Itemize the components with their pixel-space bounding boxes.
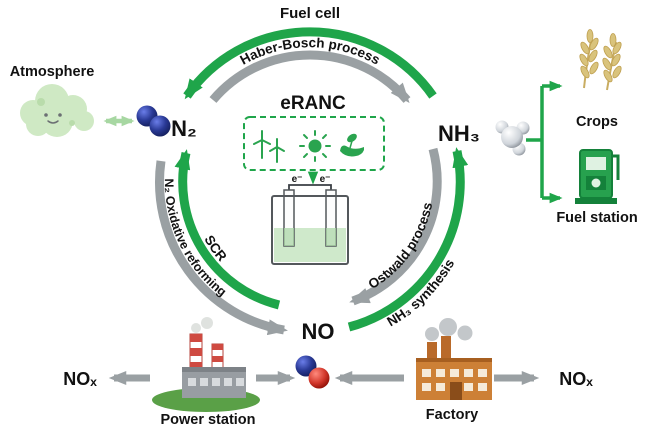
atmosphere-label: Atmosphere <box>10 64 95 80</box>
sun-icon <box>299 130 331 162</box>
haber-bosch-arrow <box>209 50 411 104</box>
power-station-icon <box>152 317 260 412</box>
n2-molecule-icon <box>136 105 171 137</box>
nh3-uses-branch <box>526 80 563 204</box>
cloud-icon <box>20 84 94 137</box>
scr-arrow <box>174 149 281 310</box>
crops-label: Crops <box>576 114 618 130</box>
n2-node-label: N₂ <box>171 116 197 141</box>
electron-label-right: e⁻ <box>320 174 331 185</box>
nox-right-label: NOₓ <box>559 369 593 389</box>
hand-leaf-icon <box>340 133 364 157</box>
eranc-title: eRANC <box>280 93 346 114</box>
wind-turbine-icon <box>253 130 285 163</box>
oxidative-reforming-arrow <box>155 160 288 336</box>
ostwald-arrow <box>349 147 442 306</box>
factory-label: Factory <box>426 407 478 423</box>
nh3-molecule-icon <box>495 120 530 156</box>
fuel-cell-arrow <box>183 27 437 100</box>
fuel-pump-icon <box>575 149 620 204</box>
factory-icon <box>416 318 492 400</box>
no-molecule-icon <box>295 355 330 389</box>
nh3-synthesis-arrow <box>347 147 469 332</box>
no-node-label: NO <box>302 319 335 344</box>
wheat-icon <box>579 29 622 91</box>
power-station-label: Power station <box>160 412 255 428</box>
cycle-arrows <box>155 27 469 336</box>
nh3-node-label: NH₃ <box>438 121 480 146</box>
nox-left-label: NOₓ <box>63 369 97 389</box>
electrolysis-cell-icon: e⁻ e⁻ <box>271 174 349 265</box>
electron-label-left: e⁻ <box>292 174 303 185</box>
fuel-cell-label: Fuel cell <box>280 5 340 22</box>
fuel-station-label: Fuel station <box>556 210 637 226</box>
